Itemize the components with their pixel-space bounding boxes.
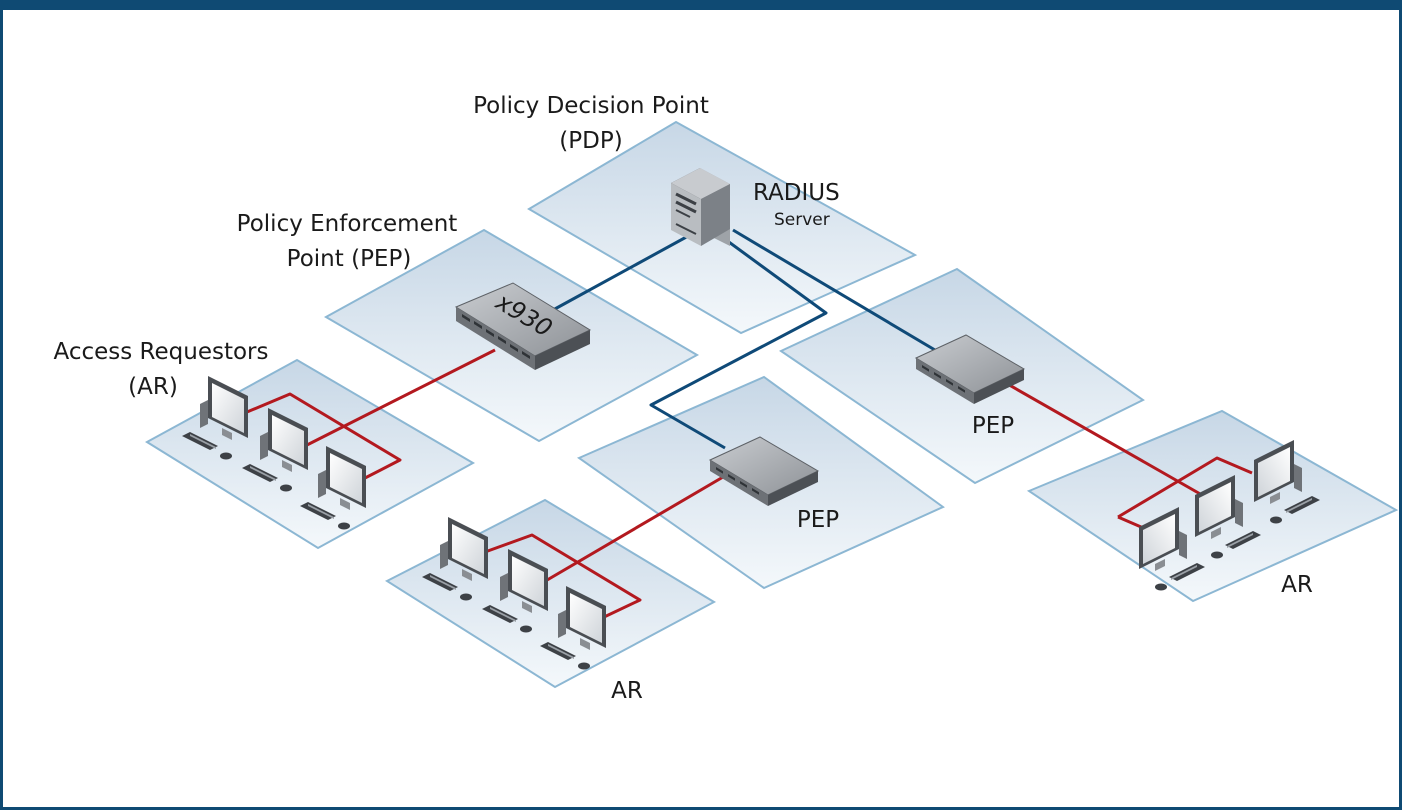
access-cables: [246, 348, 1253, 620]
ar-bottom-label: AR: [611, 678, 643, 704]
server-label: Server: [774, 210, 830, 230]
switch-icon: [914, 334, 1026, 404]
pep-main-label-line1: Policy Enforcement: [237, 211, 458, 237]
pep-right-label: PEP: [972, 413, 1014, 439]
switch-icon: [454, 282, 592, 370]
ar-bottom-platform: [384, 498, 717, 689]
ar-right-label: AR: [1281, 572, 1313, 598]
pdp-label-line1: Policy Decision Point: [473, 93, 709, 119]
ar-main-label-line1: Access Requestors: [54, 339, 269, 365]
pep-mid-label: PEP: [797, 507, 839, 533]
radius-label: RADIUS: [753, 180, 840, 206]
pdp-label-line2: (PDP): [559, 128, 622, 154]
uplink-cables: [552, 228, 941, 450]
ar-main-label-line2: (AR): [128, 374, 178, 400]
switch-icon: [708, 436, 820, 506]
pep-main-label-line2: Point (PEP): [287, 246, 412, 272]
ar-main-platform: [145, 358, 476, 550]
server-icon: [671, 168, 730, 246]
